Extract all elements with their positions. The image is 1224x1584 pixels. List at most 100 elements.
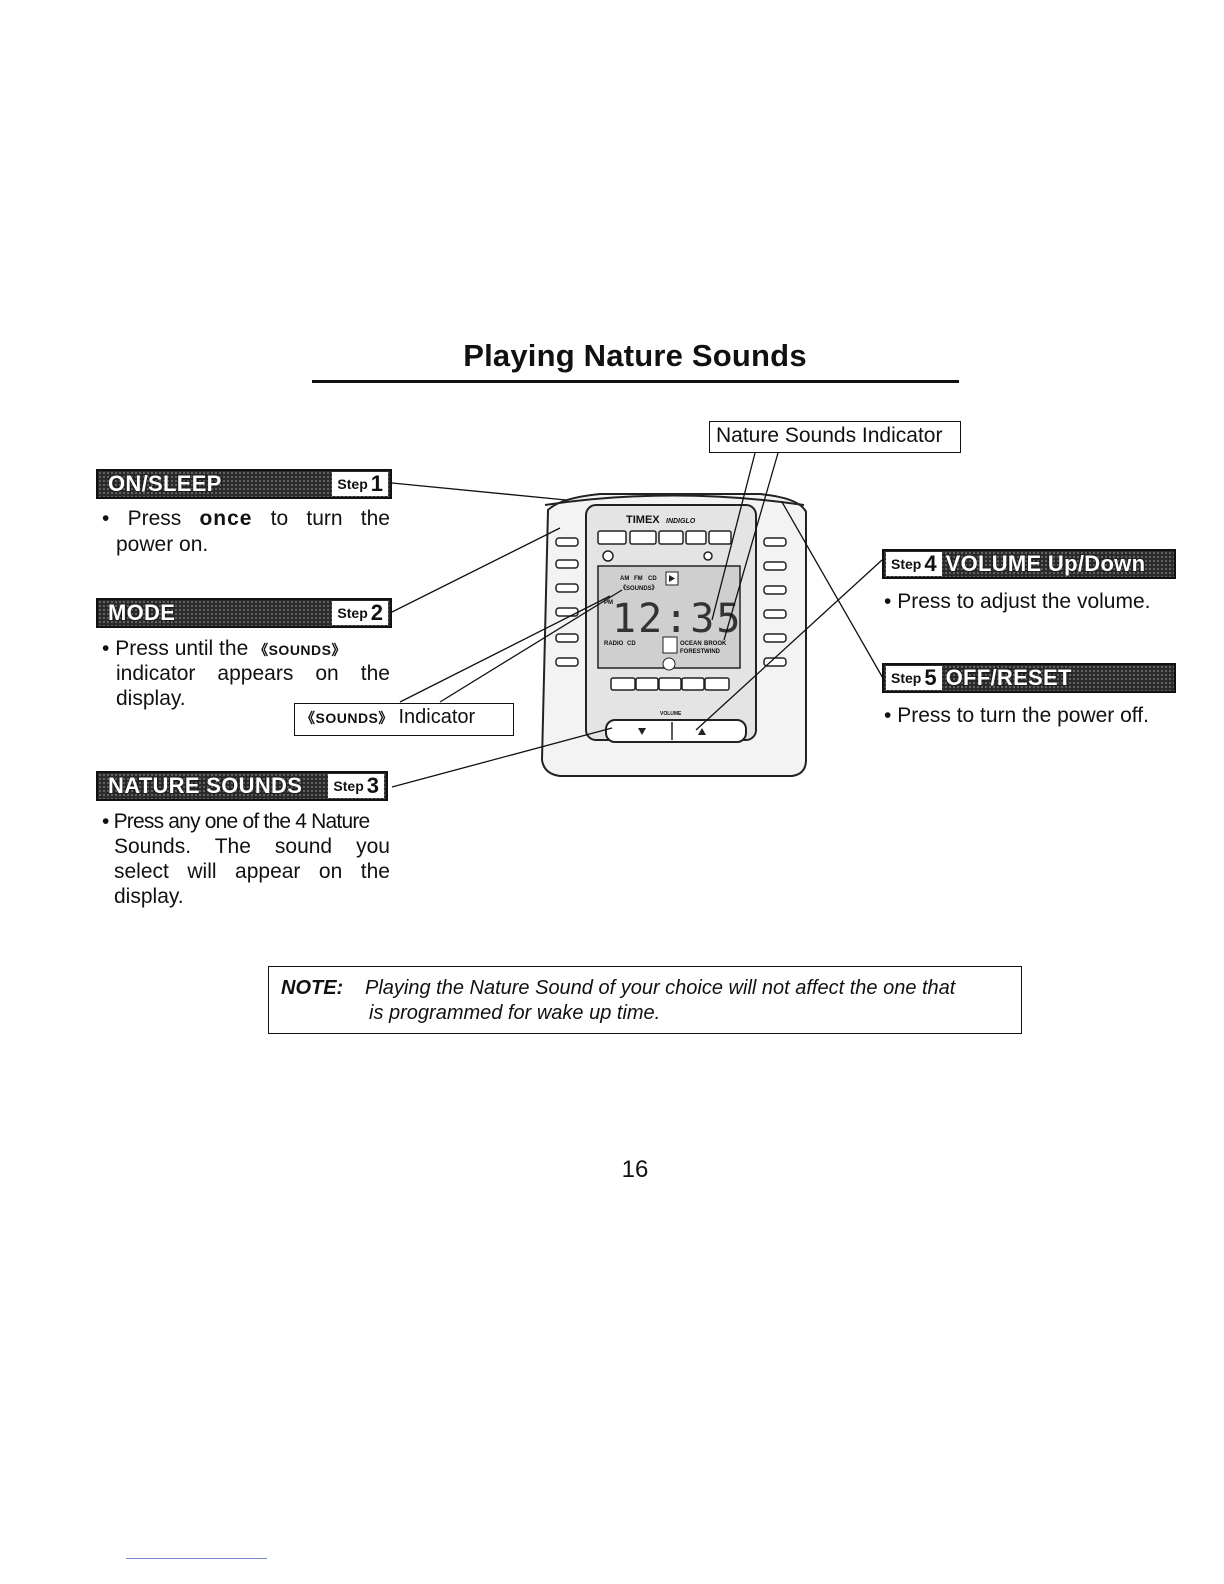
lcd-time: 12:35 [612,596,742,642]
sounds-indicator-symbol: 《SOUNDS》 [301,710,393,726]
step-2-word: Step [337,605,368,621]
footer-rule [126,1558,267,1559]
step-2-label: MODE [108,600,176,625]
mode-button[interactable] [555,607,579,617]
nature-button-3[interactable] [658,677,682,691]
page-number: 16 [621,1156,649,1183]
step-2-sounds-symbol: 《SOUNDS》 [254,642,346,658]
sounds-indicator-callout: 《SOUNDS》 Indicator [294,703,514,736]
step-4-badge: Step 4 [886,551,942,576]
step-1-header: ON/SLEEP Step 1 [96,469,392,499]
lcd-pm-label: PM [604,600,613,606]
step-3-label: NATURE SOUNDS [108,773,303,798]
nature-button-5[interactable] [704,677,730,691]
nature-button-4[interactable] [681,677,705,691]
on-sleep-button[interactable] [555,537,579,547]
step-5-description: • Press to turn the power off. [884,704,1149,727]
step-1-badge: Step 1 [332,471,388,496]
alarm-set-button[interactable] [555,583,579,593]
lcd-brook-label: BROOK [704,641,727,647]
step-1-word: Step [337,476,368,492]
step-1-desc-bold: once [199,507,253,530]
step-2-description-line3: display. [116,687,186,710]
am-fm-button[interactable] [555,559,579,569]
note-line1: NOTE: Playing the Nature Sound of your ch… [281,976,1009,1001]
volume-text: VOLUME [660,711,682,717]
page-title: Playing Nature Sounds [463,338,807,373]
cd-control-buttons [597,530,732,545]
callout-lines [391,452,885,788]
set-button[interactable] [763,609,787,619]
cd-button-skip-forward[interactable] [708,530,732,545]
note-label: NOTE: [281,977,344,999]
step-3-desc-line1: Press any one of the 4 Nature [113,810,371,833]
lcd-forest-label: FOREST [680,649,705,655]
step-1-description: • Press once to turn the [102,507,390,530]
callout-line-step5 [781,501,885,681]
volume-down-icon[interactable] [638,728,646,735]
lcd-radio-label: RADIO [604,641,624,647]
step-2-desc-pre: Press until the [115,637,255,660]
sound-wave-icon [662,636,678,654]
cd-button-stop[interactable] [658,530,684,545]
step-4-number: 4 [924,551,937,576]
nap-alarm-button[interactable] [763,633,787,643]
right-led [703,551,713,561]
step-4-header: Step 4 VOLUME Up/Down [882,549,1176,579]
nature-sound-buttons [610,677,730,691]
step-3-header: NATURE SOUNDS Step 3 [96,771,388,801]
lcd-sounds-label: 《SOUNDS》 [620,584,658,592]
callout-line-step3 [391,727,613,788]
note-text-line2: is programmed for wake up time. [369,1002,661,1024]
step-2-description: • Press until the 《SOUNDS》 [102,637,346,660]
step-5-badge: Step 5 [886,665,942,690]
lcd-am-label: AM [620,576,629,582]
lcd-ocean-label: OCEAN [680,641,702,647]
left-led [602,550,614,562]
device-sub-brand: INDIGLO [666,518,696,525]
step-4-desc-text: Press to adjust the volume. [897,590,1151,613]
step-3-description: • Press any one of the 4 Nature [102,810,371,833]
disc-icon [662,657,676,671]
cd-button-skip-back[interactable] [629,530,657,545]
step-2-number: 2 [370,600,383,625]
reset-button[interactable] [763,537,787,547]
step-4-label: VOLUME Up/Down [945,551,1146,576]
memory-button[interactable] [763,561,787,571]
volume-rocker[interactable] [605,719,747,743]
time-tune-button[interactable] [763,585,787,595]
nature-button-2[interactable] [635,677,659,691]
callout-line-sounds-b [439,589,623,703]
left-button-column [555,537,579,667]
step-5-word: Step [891,670,922,686]
lcd-fm-label: FM [634,576,643,582]
step-3-badge: Step 3 [328,773,384,798]
step-3-description-line3: select will appear on the [114,860,390,883]
callout-line-step1 [391,482,567,501]
sounds-indicator-text: Indicator [392,706,476,728]
step-3-description-line2: Sounds. The sound you [114,835,390,858]
step-4-description: • Press to adjust the volume. [884,590,1151,613]
lcd-wind-label: WIND [704,649,721,655]
step-1-label: ON/SLEEP [108,471,222,496]
cd-button[interactable] [555,633,579,643]
nature-sounds-indicator-callout: Nature Sounds Indicator [709,421,961,453]
sounds-button[interactable] [555,657,579,667]
step-2-header: MODE Step 2 [96,598,392,628]
step-3-description-line4: display. [114,885,184,908]
title-underline [312,380,959,383]
cd-button-play[interactable] [685,530,707,545]
callout-line-nature-b [723,452,779,641]
device-top-edge [544,494,805,506]
step-5-desc-text: Press to turn the power off. [897,704,1149,727]
step-5-label: OFF/RESET [945,665,1072,690]
play-triangle-icon [669,575,675,582]
note-text-line1: Playing the Nature Sound of your choice … [365,977,956,999]
callout-line-sounds-a [399,595,611,703]
nature-button-1[interactable] [610,677,636,691]
volume-up-icon[interactable] [698,728,706,735]
cd-button-repeat[interactable] [597,530,627,545]
step-2-description-line2: indicator appears on the [116,662,390,685]
step-5-number: 5 [924,665,937,690]
